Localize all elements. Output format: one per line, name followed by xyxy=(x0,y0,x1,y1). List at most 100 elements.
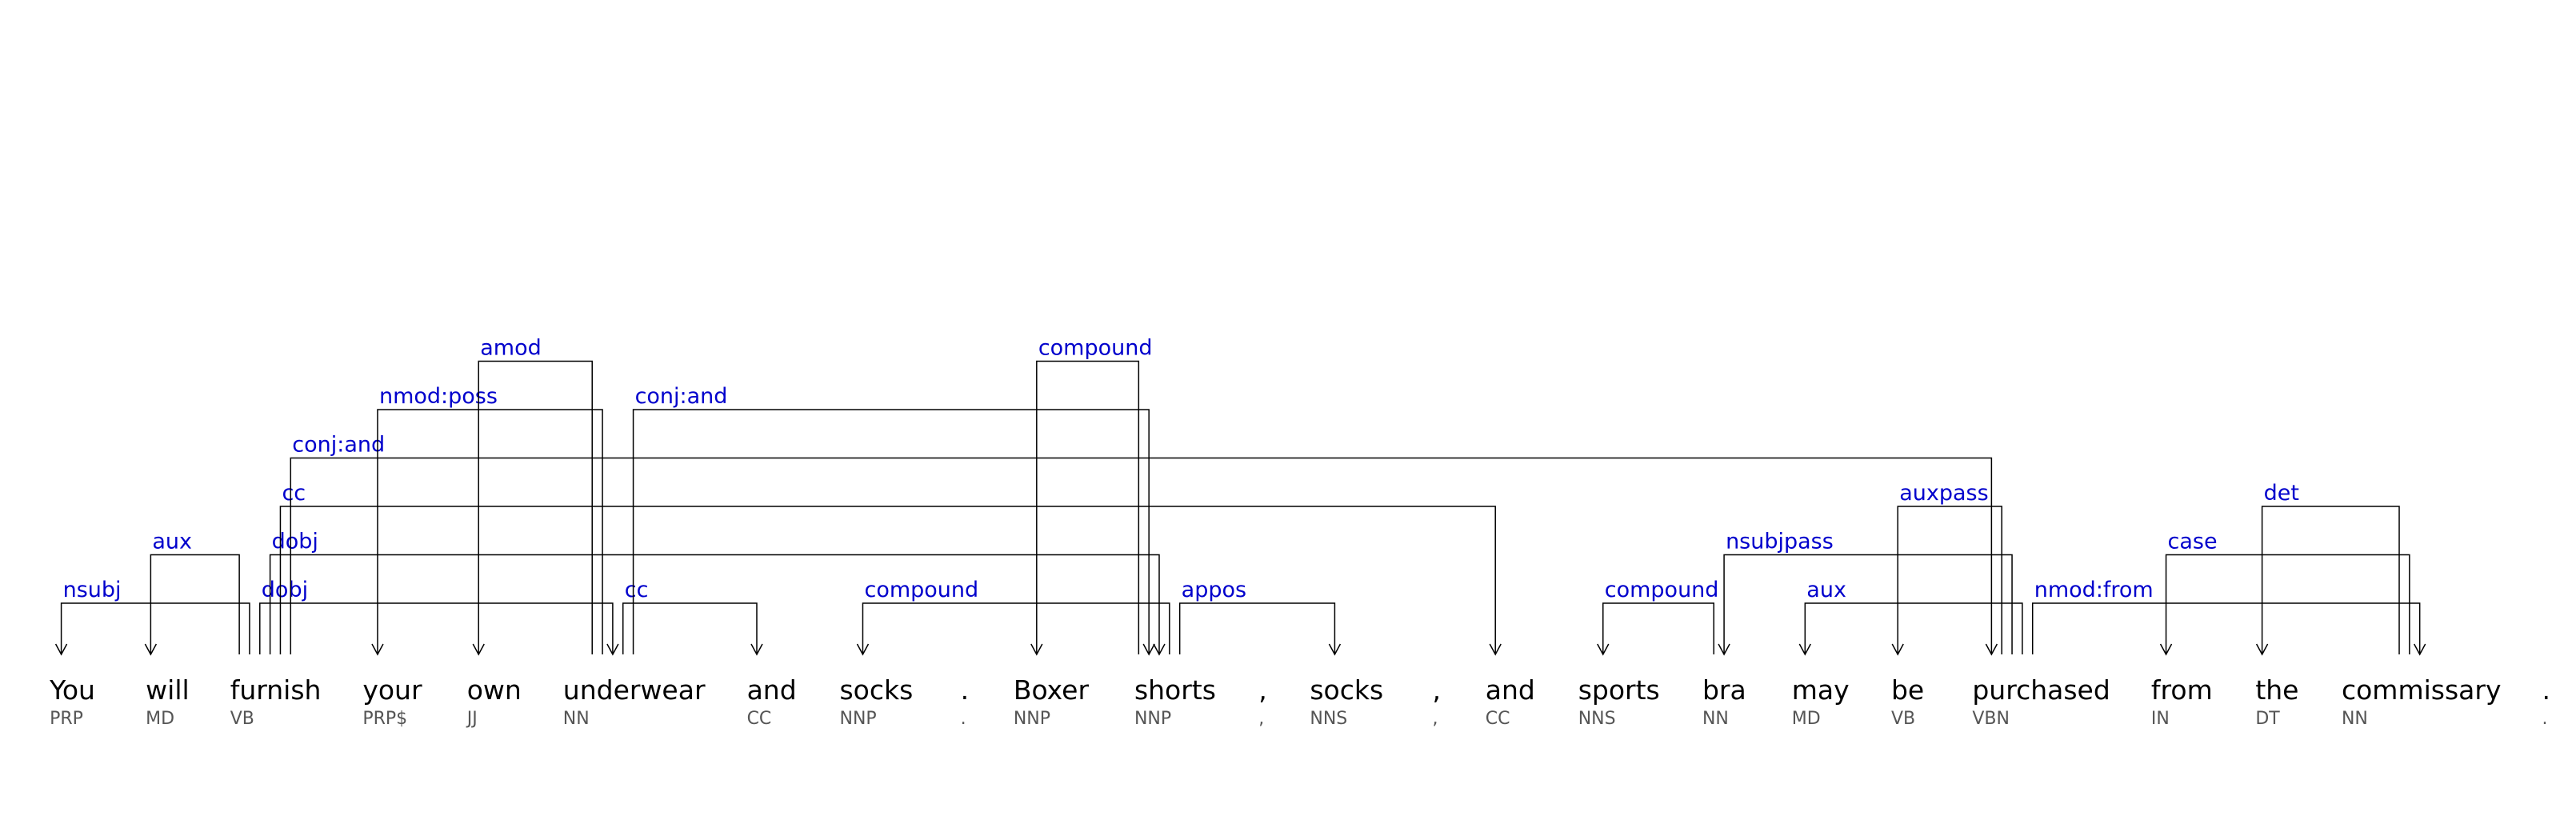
arc-label: compound xyxy=(1038,336,1153,361)
arc-arrowhead xyxy=(2414,643,2426,656)
arc-arrowhead xyxy=(144,643,158,656)
token-pos-tag: NNP xyxy=(839,709,876,729)
arc-line xyxy=(1804,602,2023,654)
dependency-arc: nsubjpass xyxy=(1718,530,2013,656)
token-pos-tag: NNS xyxy=(1578,709,1616,729)
token-pos-tag: DT xyxy=(2255,709,2280,729)
token-word: purchased xyxy=(1972,674,2110,706)
arc-arrowhead xyxy=(1597,643,1610,656)
dependency-arc: cc xyxy=(622,578,763,656)
dependency-arc: auxpass xyxy=(1891,481,2002,656)
token-word: commissary xyxy=(2342,674,2502,706)
token-word: , xyxy=(1433,674,1442,706)
token-pos-tag: , xyxy=(1258,709,1264,729)
arc-label: aux xyxy=(1806,578,1846,602)
token-pos-tag: . xyxy=(2542,709,2547,729)
token-pos-tag: MD xyxy=(146,709,174,729)
arc-arrowhead xyxy=(1891,643,1904,656)
arc-label: dobj xyxy=(262,578,308,602)
arc-line xyxy=(60,602,250,654)
token-word: socks xyxy=(1310,674,1383,706)
arc-label: cc xyxy=(282,481,306,506)
dependency-arc: nmod:from xyxy=(2031,578,2426,656)
arc-arrowhead xyxy=(856,643,870,656)
token-word: You xyxy=(49,674,95,706)
token-word: from xyxy=(2151,674,2213,706)
arc-line xyxy=(279,506,1496,654)
token-pos-tag: NNP xyxy=(1134,709,1171,729)
tokens-layer: YouPRPwillMDfurnishVByourPRP$ownJJunderw… xyxy=(49,674,2550,729)
arc-line xyxy=(478,360,593,654)
token-pos-tag: , xyxy=(1433,709,1438,729)
token-word: socks xyxy=(839,674,913,706)
arc-arrowhead xyxy=(54,643,68,656)
token-pos-tag: NNS xyxy=(1310,709,1347,729)
dependency-arc: conj:and xyxy=(290,433,1998,656)
dependency-arc: nsubj xyxy=(54,578,250,656)
arc-arrowhead xyxy=(2255,643,2269,656)
arc-arrowhead xyxy=(606,643,619,656)
dependency-arc: dobj xyxy=(269,530,1166,656)
arc-line xyxy=(2165,554,2410,654)
arc-arrowhead xyxy=(1798,643,1811,656)
arc-line xyxy=(2031,602,2421,654)
token-pos-tag: NNP xyxy=(1014,709,1050,729)
arc-line xyxy=(862,602,1170,654)
token-word: , xyxy=(1258,674,1267,706)
dependency-arc: compound xyxy=(1030,336,1153,656)
arc-line xyxy=(1178,602,1336,654)
arc-arrowhead xyxy=(1153,643,1166,656)
dependency-arc: dobj xyxy=(259,578,619,656)
arc-line xyxy=(1602,602,1714,654)
arc-label: conj:and xyxy=(635,384,728,409)
dependency-arc: aux xyxy=(144,530,240,656)
token-word: will xyxy=(146,674,190,706)
arc-line xyxy=(1036,360,1140,654)
token-pos-tag: VBN xyxy=(1972,709,2010,729)
arc-line xyxy=(150,554,240,654)
dependency-arc: aux xyxy=(1798,578,2023,656)
token-word: and xyxy=(747,674,797,706)
token-pos-tag: PRP$ xyxy=(362,709,407,729)
arc-line xyxy=(1897,506,2002,654)
dependency-arc: appos xyxy=(1178,578,1342,656)
dependency-arc: case xyxy=(2159,530,2410,656)
dependency-arc: nmod:poss xyxy=(371,384,603,656)
arcs-layer: nsubjauxdobjdobjccconj:andnmod:possamodc… xyxy=(54,336,2426,656)
arc-line xyxy=(2261,506,2400,654)
token-word: and xyxy=(1486,674,1535,706)
arc-label: case xyxy=(2168,530,2218,554)
arc-label: det xyxy=(2264,481,2299,506)
token-pos-tag: PRP xyxy=(50,709,83,729)
arc-label: nsubjpass xyxy=(1726,530,1834,554)
dependency-arc: compound xyxy=(856,578,1170,656)
arc-label: amod xyxy=(480,336,542,361)
arc-label: compound xyxy=(864,578,978,602)
arc-line xyxy=(622,602,758,654)
token-pos-tag: NN xyxy=(1702,709,1729,729)
arc-line xyxy=(1723,554,2013,654)
arc-arrowhead xyxy=(472,643,485,656)
dependency-arc: cc xyxy=(279,481,1502,656)
arc-arrowhead xyxy=(1328,643,1342,656)
arc-line xyxy=(377,409,603,654)
arc-arrowhead xyxy=(1718,643,1730,656)
arc-arrowhead xyxy=(1030,643,1043,656)
token-pos-tag: MD xyxy=(1792,709,1821,729)
token-pos-tag: JJ xyxy=(466,709,478,729)
arc-label: aux xyxy=(152,530,192,554)
token-word: shorts xyxy=(1134,674,1216,706)
arc-label: conj:and xyxy=(292,433,385,458)
dependency-arc: amod xyxy=(472,336,593,656)
dependency-arc: det xyxy=(2255,481,2400,656)
arc-line xyxy=(290,457,1993,654)
token-word: may xyxy=(1792,674,1850,706)
dependency-arc: compound xyxy=(1597,578,1718,656)
token-pos-tag: CC xyxy=(747,709,772,729)
arc-label: appos xyxy=(1182,578,1246,602)
token-word: be xyxy=(1891,674,1924,706)
arc-arrowhead xyxy=(1142,643,1155,656)
arc-arrowhead xyxy=(750,643,763,656)
token-word: Boxer xyxy=(1014,674,1090,706)
token-pos-tag: . xyxy=(961,709,966,729)
